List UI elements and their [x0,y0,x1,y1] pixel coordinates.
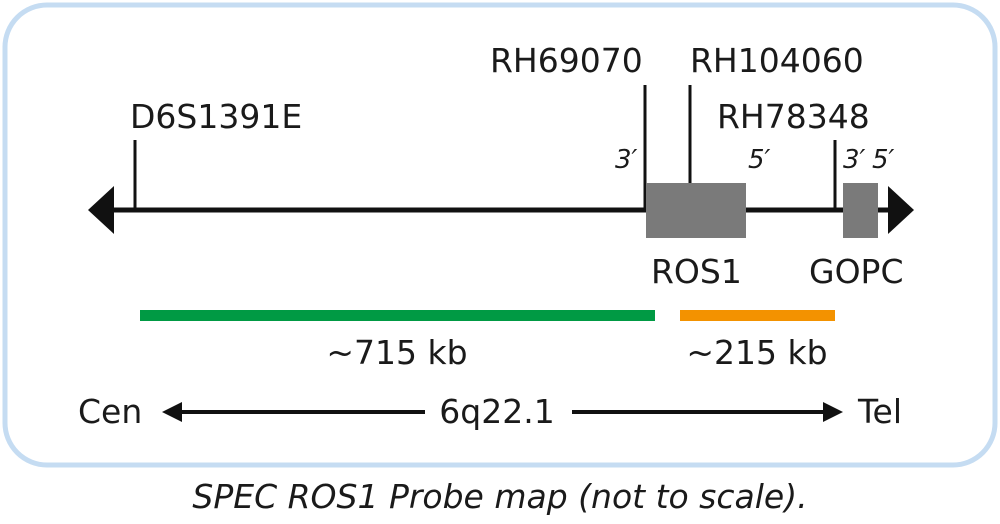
orange-probe-size-label: ~215 kb [686,333,827,372]
diagram-frame [2,2,998,468]
diagram-caption: SPEC ROS1 Probe map (not to scale). [192,477,807,516]
ros1-5prime-label: 5′ [748,145,771,175]
chromosome-arrow-left [88,186,114,234]
ros1-3prime-label: 3′ [615,145,638,175]
locus-arrowhead-left [162,402,182,422]
marker-label-d6s1391e: D6S1391E [130,97,302,136]
marker-label-rh69070: RH69070 [490,41,643,80]
telomere-label: Tel [857,392,902,431]
marker-label-rh78348: RH78348 [717,97,870,136]
gopc-gene-box [843,183,878,238]
marker-label-rh104060: RH104060 [690,41,864,80]
ros1-gene-box [646,183,746,238]
orange-probe-bar [680,310,835,321]
locus-arrowhead-right [823,402,843,422]
green-probe-bar [140,310,655,321]
gene-label-gopc: GOPC [809,252,904,291]
locus-band-label: 6q22.1 [439,392,554,431]
gopc-3prime-label: 3′ [843,145,866,175]
centromere-label: Cen [78,392,142,431]
chromosome-arrow-right [888,186,914,234]
gopc-5prime-label: 5′ [872,145,895,175]
gene-label-ros1: ROS1 [651,252,742,291]
green-probe-size-label: ~715 kb [326,333,467,372]
